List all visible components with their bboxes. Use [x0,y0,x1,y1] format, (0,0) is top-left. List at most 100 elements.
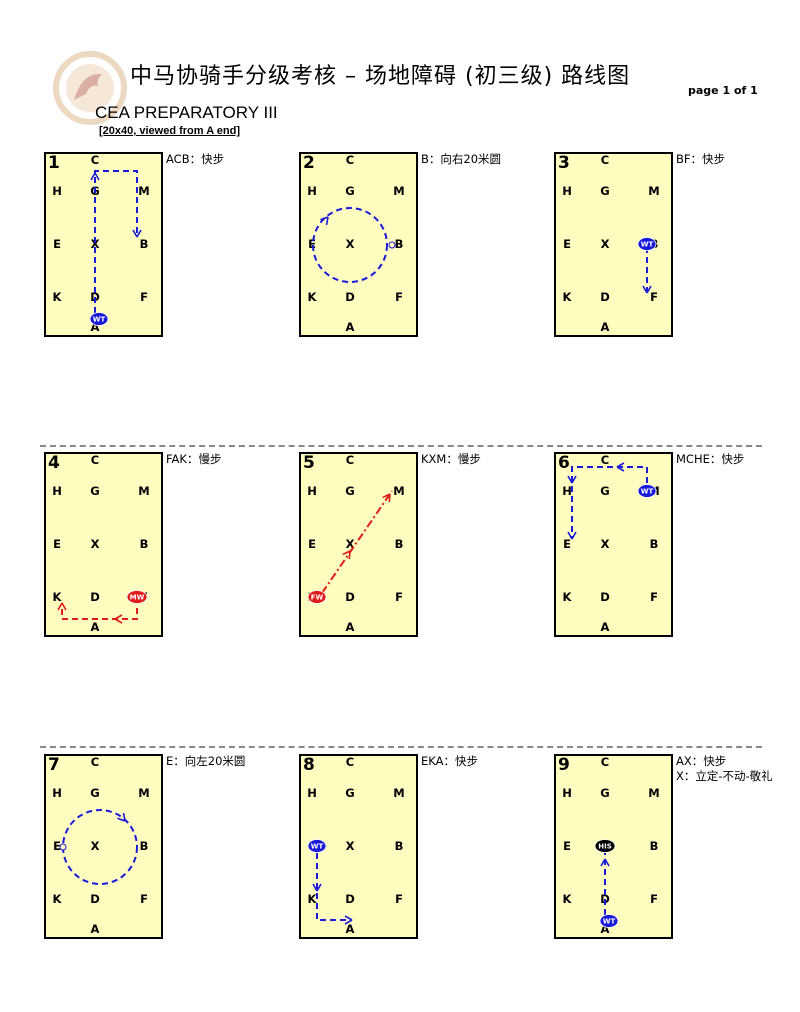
movement-description-line: X：立定-不动-敬礼 [676,769,773,783]
arena-letter-g: G [345,484,354,498]
arena-letter-f: F [140,290,148,304]
movement-number: 9 [558,755,570,775]
movement-number: 2 [303,153,315,173]
arena-letter-a: A [601,320,610,334]
arena-diagram: 5CHGMEXBKDFAFW [299,452,418,637]
arena [554,452,673,637]
arena-diagram: 8CHGMEXBKDFAWT [299,754,418,939]
arena-letter-c: C [601,153,609,167]
route-circle [62,809,138,885]
association-logo [53,51,127,125]
arena-letter-m: M [138,484,149,498]
arena-letter-e: E [53,237,61,251]
arena-letter-g: G [600,484,609,498]
arena-letter-h: H [562,184,572,198]
rider-badge-label: WT [641,488,654,496]
route-line [571,466,648,539]
start-point [388,241,396,249]
arena-letter-g: G [90,786,99,800]
movement-description: MCHE：快步 [676,452,744,467]
arena-letter-g: G [600,184,609,198]
arrow-head [117,812,126,822]
arena-letter-k: K [53,892,63,906]
arena-letter-d: D [90,590,100,604]
arena-letter-k: K [53,590,63,604]
arena-letter-f: F [395,590,403,604]
route-line [316,853,350,921]
rider-badge: WT [599,914,619,928]
arena-letter-g: G [345,184,354,198]
arena-letter-d: D [600,290,610,304]
arrow-head [342,550,351,560]
arena-letter-e: E [563,839,571,853]
arena-letter-a: A [346,320,355,334]
arena-letter-m: M [138,184,149,198]
movement-panel-9: 9CHGMEXBKDFAWTHISAX：快步X：立定-不动-敬礼 [554,754,800,944]
arena [44,452,163,637]
arena-diagram: 4CHGMEXBKDFAMW [44,452,163,637]
arena-letter-e: E [563,237,571,251]
arrow-head [320,216,329,226]
movement-description: BF：快步 [676,152,725,167]
arena [554,754,673,939]
route-line [321,490,393,594]
arena-diagram: 6CHGMEXBKDFAWT [554,452,673,637]
arena-letter-g: G [600,786,609,800]
movement-panel-8: 8CHGMEXBKDFAWTEKA：快步 [299,754,579,944]
arena-letter-x: X [601,537,610,551]
route-line [94,170,138,313]
movement-description-line: KXM：慢步 [421,452,481,466]
arrow-head [600,858,610,867]
rider-badge: HIS [594,839,616,853]
arena-note: [20x40, viewed from A end] [99,125,241,137]
movement-description: E：向左20米圆 [166,754,245,769]
arena-letter-b: B [395,537,404,551]
arena-letter-k: K [308,892,318,906]
arena-letter-a: A [91,320,100,334]
arena-letter-d: D [345,290,355,304]
arena-letter-e: E [53,537,61,551]
arena-letter-b: B [140,237,149,251]
rider-badge-label: WT [603,918,616,926]
arena-letter-d: D [345,590,355,604]
arena-letter-h: H [52,184,62,198]
arrow-head [616,462,625,472]
arena-letter-k: K [53,290,63,304]
movement-description: FAK：慢步 [166,452,221,467]
arena [299,452,418,637]
arena-letter-h: H [52,484,62,498]
movement-description-line: FAK：慢步 [166,452,222,466]
rider-badge-label: WT [93,316,106,324]
movement-description-line: ACB：快步 [166,152,225,166]
arrow-head [312,883,322,892]
arena-letter-c: C [346,153,354,167]
movement-panel-3: 3CHGMEXBKDFAWTBF：快步 [554,152,800,342]
movement-number: 7 [48,755,60,775]
rider-badge-label: WT [641,241,654,249]
arena-letter-a: A [91,620,100,634]
route-circle [312,207,388,283]
arena-letter-x: X [601,237,610,251]
rider-badge: MW [126,590,148,604]
rider-badge-label: FW [311,594,324,602]
rider-badge-label: HIS [598,843,612,851]
arena-letter-f: F [650,590,658,604]
movement-number: 8 [303,755,315,775]
arena [299,152,418,337]
arena-letter-a: A [601,620,610,634]
page-title: 中马协骑手分级考核 – 场地障碍 (初三级) 路线图 [130,64,631,89]
arena-letter-f: F [140,892,148,906]
arrow-head [567,531,577,540]
movement-number: 6 [558,453,570,473]
route-line [61,605,138,620]
arena-letter-b: B [650,537,659,551]
arena [44,152,163,337]
movement-description: ACB：快步 [166,152,224,167]
arena-letter-e: E [53,839,61,853]
arena-letter-f: F [650,892,658,906]
arena-letter-k: K [563,590,573,604]
movement-panel-4: 4CHGMEXBKDFAMWFAK：慢步 [44,452,324,642]
arena-letter-a: A [601,922,610,936]
